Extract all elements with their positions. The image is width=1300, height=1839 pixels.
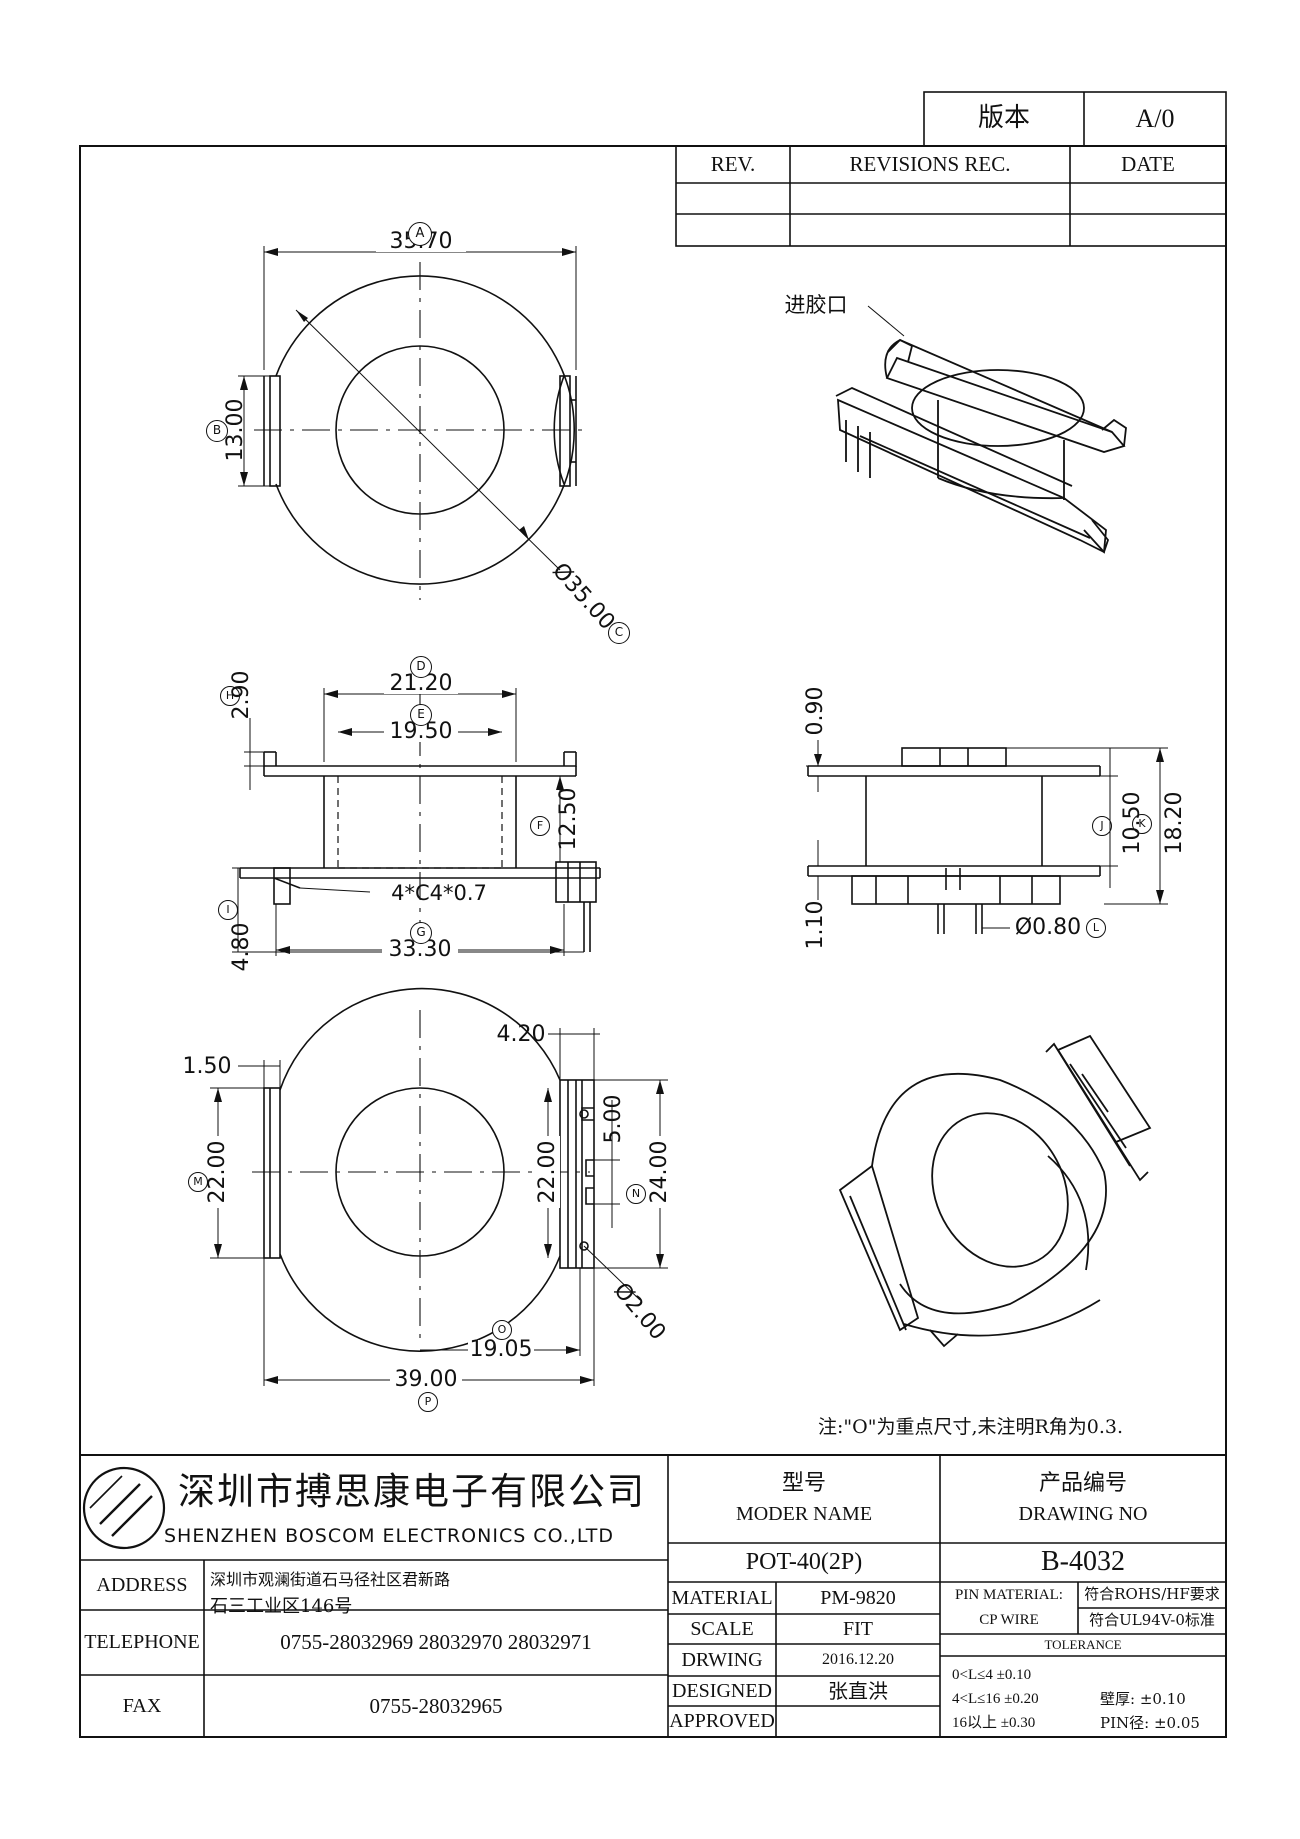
address-line-1: 深圳市观澜街道石马径社区君新路 — [210, 1570, 451, 1589]
company-name-en: SHENZHEN BOSCOM ELECTRONICS CO.,LTD — [164, 1525, 615, 1547]
pin-material-label: PIN MATERIAL: — [955, 1587, 1063, 1604]
dim-0-90: 0.90 — [803, 686, 829, 736]
scale-value: FIT — [843, 1617, 873, 1640]
approved-label: APPROVED — [669, 1710, 775, 1732]
ref-o-badge: O — [492, 1320, 512, 1340]
dim-18-20: 18.20 — [1162, 788, 1187, 858]
ref-l-badge: L — [1086, 918, 1106, 938]
address-label: ADDRESS — [96, 1573, 188, 1596]
dim-5-00: 5.00 — [601, 1094, 627, 1144]
title-block-lines — [80, 1454, 1226, 1737]
isometric-view-upper — [835, 305, 1127, 554]
model-name-value: POT-40(2P) — [745, 1548, 863, 1575]
version-value: A/0 — [1135, 104, 1175, 134]
address-line-2: 石三工业区146号 — [210, 1596, 353, 1617]
ref-i-badge: I — [218, 900, 238, 920]
drawing-note: 注:"O"为重点尺寸,未注明R角为0.3. — [818, 1416, 1124, 1438]
outer-frame — [79, 145, 1227, 1738]
dim-1-10: 1.10 — [803, 900, 829, 950]
date-header: DATE — [1121, 152, 1175, 177]
ref-p-badge: P — [418, 1392, 438, 1412]
company-name-cn: 深圳市搏思康电子有限公司 — [178, 1470, 646, 1513]
drawing-no-label-cn: 产品编号 — [1038, 1471, 1127, 1497]
dim-4-20: 4.20 — [496, 1022, 546, 1048]
ul-compliance: 符合UL94V-0标准 — [1089, 1611, 1215, 1630]
drawing-no-label-en: DRAWING NO — [1018, 1502, 1148, 1525]
ref-k-badge: K — [1132, 814, 1152, 834]
revisions-rec-header: REVISIONS REC. — [849, 152, 1011, 177]
telephone-label: TELEPHONE — [84, 1631, 200, 1653]
approved-value — [776, 1706, 940, 1737]
model-label-en: MODER NAME — [735, 1502, 873, 1525]
fax-value: 0755-28032965 — [369, 1693, 503, 1718]
rev-header: REV. — [710, 152, 756, 177]
dim-33-30: 33.30 — [382, 937, 458, 962]
drawing-no-value: B-4032 — [1041, 1546, 1125, 1578]
designed-label: DESIGNED — [672, 1679, 772, 1702]
drawing-date-value: 2016.12.20 — [822, 1650, 894, 1668]
material-label: MATERIAL — [671, 1586, 773, 1609]
isometric-view-lower — [838, 1034, 1152, 1348]
ref-d-badge: D — [410, 656, 432, 678]
ref-j-badge: J — [1092, 816, 1112, 836]
dim-1-50: 1.50 — [182, 1054, 232, 1080]
tolerance-row-1: 0<L≤4 ±0.10 — [952, 1667, 1032, 1683]
dim-39-00: 39.00 — [390, 1367, 462, 1392]
dim-19-50: 19.50 — [384, 719, 458, 744]
rohs-compliance: 符合ROHS/HF要求 — [1084, 1585, 1220, 1604]
pin-diameter-tolerance: PIN径: ±0.05 — [1100, 1714, 1200, 1732]
tolerance-label: TOLERANCE — [1044, 1636, 1122, 1652]
wall-thickness-tolerance: 壁厚: ±0.10 — [1100, 1690, 1186, 1708]
version-label: 版本 — [977, 103, 1030, 134]
scale-label: SCALE — [690, 1617, 754, 1640]
dim-4-80: 4.80 — [229, 922, 255, 972]
dim-12-50: 12.50 — [556, 787, 582, 851]
top-view — [238, 246, 590, 600]
drawing-label: DRWING — [681, 1648, 763, 1671]
dim-19-05: 19.05 — [468, 1337, 534, 1363]
ref-n-badge: N — [626, 1184, 646, 1204]
dim-21-20: 21.20 — [384, 671, 458, 696]
tolerance-row-2: 4<L≤16 ±0.20 — [952, 1691, 1039, 1707]
pin-material-value: CP WIRE — [979, 1612, 1039, 1629]
fax-label: FAX — [122, 1694, 162, 1717]
revision-table-lines — [675, 145, 1227, 247]
material-value: PM-9820 — [820, 1586, 896, 1609]
ref-m-badge: M — [188, 1172, 208, 1192]
ref-f-badge: F — [530, 816, 550, 836]
ref-c-badge: C — [608, 622, 630, 644]
gate-label: 进胶口 — [784, 292, 848, 317]
ref-e-badge: E — [410, 704, 432, 726]
dim-dia-0-80: Ø0.80 — [1014, 915, 1082, 941]
dim-22-00-left: 22.00 — [205, 1136, 230, 1208]
dim-24-00: 24.00 — [647, 1136, 672, 1208]
model-label-cn: 型号 — [781, 1471, 826, 1497]
ref-b-badge: B — [206, 420, 228, 442]
chamfer-label: 4*C4*0.7 — [391, 880, 487, 905]
dim-22-00-right: 22.00 — [535, 1136, 560, 1208]
bottom-view — [210, 987, 668, 1386]
telephone-value: 0755-28032969 28032970 28032971 — [280, 1630, 592, 1655]
designer-value: 张直洪 — [828, 1678, 888, 1703]
side-view — [806, 740, 1168, 934]
ref-a-badge: A — [408, 222, 432, 246]
ref-g-badge: G — [410, 922, 432, 944]
tolerance-row-3: 16以上 ±0.30 — [952, 1715, 1036, 1731]
ref-h-badge: H — [220, 686, 240, 706]
